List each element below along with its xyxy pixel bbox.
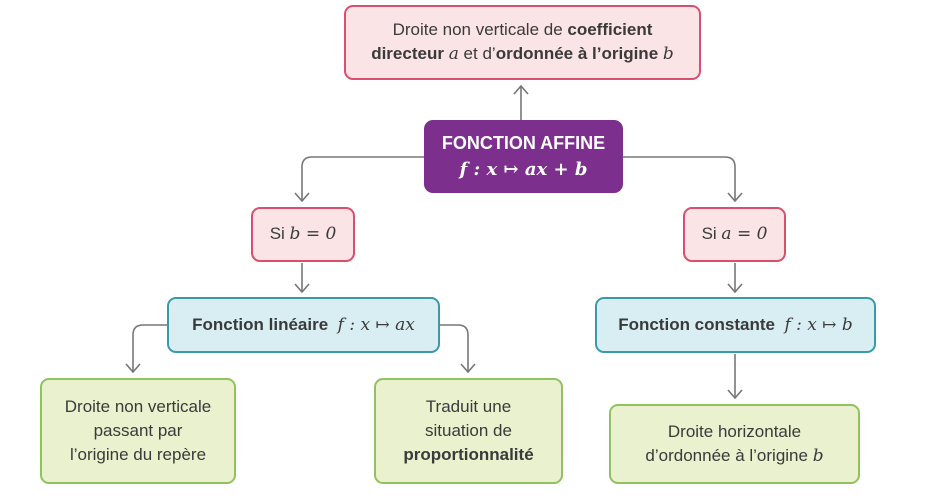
arrow-main-to-cond-b — [294, 156, 424, 203]
math: b = 0 — [289, 224, 337, 245]
condition-a-zero: Si a = 0 — [683, 207, 786, 262]
math: f : x ↦ b — [784, 314, 853, 335]
text: et d’ — [458, 44, 496, 63]
text: Droite horizontale — [667, 421, 802, 441]
fonction-constante-box: Fonction constante f : x ↦ b — [595, 297, 876, 353]
main-title: FONCTION AFFINE — [441, 133, 606, 154]
text: passant par — [93, 421, 183, 441]
text: Droite non verticale — [64, 397, 212, 417]
arrow-main-to-cond-a — [623, 156, 743, 203]
leaf-proportionnalite: Traduit une situation de proportionnalité — [374, 378, 563, 484]
arrow-constante-to-leaf3 — [727, 354, 743, 400]
arrow-cond-a-to-constante — [727, 263, 743, 294]
fonction-lineaire-box: Fonction linéaire f : x ↦ ax — [167, 297, 440, 353]
arrow-cond-b-to-lineaire — [294, 263, 310, 294]
text: Si — [269, 224, 290, 244]
math: a = 0 — [721, 224, 768, 245]
label: Fonction constante — [618, 314, 775, 334]
leaf-droite-origine: Droite non verticale passant par l’origine… — [40, 378, 236, 484]
math: f : x ↦ ax — [337, 314, 415, 335]
top-box-definition: Droite non verticale de coefficient dire… — [344, 5, 701, 80]
math: a — [448, 44, 459, 64]
bold-text: ordonnée à l’origine — [495, 44, 659, 63]
arrow-lineaire-to-leaf1 — [125, 324, 167, 374]
condition-b-zero: Si b = 0 — [251, 207, 355, 262]
arrow-lineaire-to-leaf2 — [440, 324, 476, 374]
text: Si — [701, 224, 722, 244]
bold-text: proportionnalité — [403, 444, 534, 464]
main-formula: f : x ↦ ax + b — [459, 158, 588, 180]
leaf-droite-horizontale: Droite horizontale d’ordonnée à l’origine… — [609, 404, 860, 484]
bold-text: directeur — [371, 44, 444, 63]
math: b — [812, 445, 824, 466]
text: l’origine du repère — [69, 444, 207, 464]
math: b — [662, 44, 674, 64]
text: situation de — [425, 421, 512, 441]
label: Fonction linéaire — [192, 314, 329, 334]
bold-text: coefficient — [567, 20, 653, 40]
text: Droite non verticale de — [392, 20, 568, 40]
text: d’ordonnée à l’origine — [645, 445, 813, 465]
text: Traduit une — [425, 397, 512, 417]
arrow-main-to-top — [513, 84, 529, 120]
main-box-fonction-affine: FONCTION AFFINE f : x ↦ ax + b — [424, 120, 623, 193]
